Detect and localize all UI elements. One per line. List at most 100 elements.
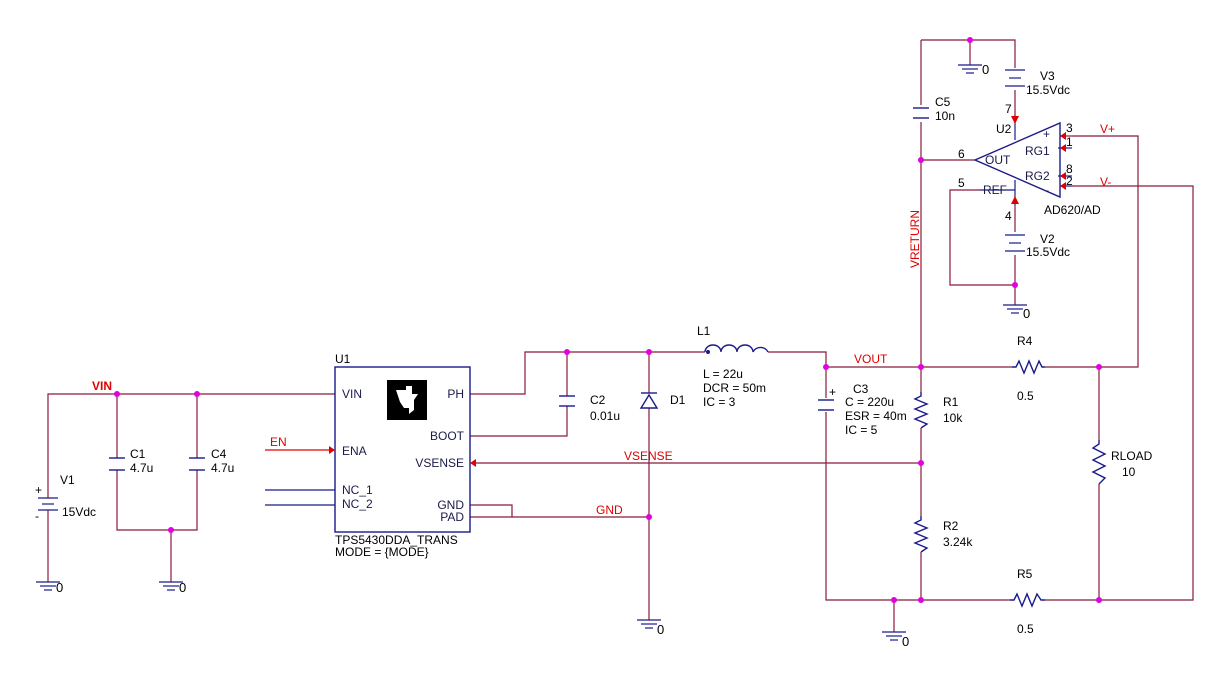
- u2-pin3: 3: [1066, 121, 1073, 135]
- c4-value: 4.7u: [211, 461, 234, 475]
- junctions: [114, 37, 1102, 603]
- d1-ref: D1: [670, 393, 686, 407]
- ground-label: 0: [657, 622, 664, 637]
- r1-resistor[interactable]: R1 10k: [913, 392, 963, 429]
- net-vsense-label: VSENSE: [624, 449, 673, 463]
- ground-symbols: 0 0 0 0 0 0: [35, 54, 1030, 649]
- u2-pin-rg2: RG2: [1025, 169, 1050, 183]
- v1-source[interactable]: V1 15Vdc + -: [35, 473, 96, 523]
- c3-capacitor[interactable]: + C3 C = 220u ESR = 40m IC = 5: [818, 382, 907, 437]
- c5-capacitor[interactable]: C5 10n: [913, 95, 955, 123]
- u1-ref: U1: [335, 352, 351, 366]
- c2-value: 0.01u: [590, 409, 620, 423]
- r5-ref: R5: [1017, 567, 1033, 581]
- c3-ref: C3: [853, 382, 869, 396]
- c3-esr: ESR = 40m: [845, 409, 907, 423]
- ground-label: 0: [982, 62, 989, 77]
- v2-source[interactable]: V2 15.5Vdc: [1005, 232, 1070, 259]
- c3-value: C = 220u: [845, 395, 894, 409]
- svg-text:-: -: [35, 509, 39, 523]
- net-vin-label: VIN: [92, 379, 112, 393]
- rload-ref: RLOAD: [1111, 449, 1153, 463]
- u1-pin-ph: PH: [447, 387, 464, 401]
- l1-ic: IC = 3: [703, 395, 736, 409]
- u2-pin2: 2: [1066, 174, 1073, 188]
- rload-value: 10: [1122, 465, 1136, 479]
- u2-pin-plus: +: [1043, 127, 1050, 141]
- net-gnd-label: GND: [596, 503, 623, 517]
- c3-ic: IC = 5: [845, 423, 878, 437]
- v1-value: 15Vdc: [62, 505, 96, 519]
- u2-pin1: 1: [1066, 135, 1073, 149]
- d1-diode[interactable]: D1: [639, 392, 686, 409]
- u2-pin-ref: REF: [983, 183, 1007, 197]
- u2-pin8: 8: [1066, 162, 1073, 176]
- c1-value: 4.7u: [130, 461, 153, 475]
- c2-capacitor[interactable]: C2 0.01u: [559, 393, 620, 423]
- u2-part: AD620/AD: [1044, 203, 1101, 217]
- c4-ref: C4: [211, 447, 227, 461]
- u1-regulator[interactable]: U1 VIN ENA NC_1 NC_2 PH BOOT VSENSE GND …: [334, 352, 471, 559]
- v2-ref: V2: [1040, 232, 1055, 246]
- u1-part: TPS5430DDA_TRANS: [335, 533, 458, 547]
- u2-pin-rg1: RG1: [1025, 144, 1050, 158]
- v2-value: 15.5Vdc: [1026, 245, 1070, 259]
- v1-ref: V1: [60, 473, 75, 487]
- r2-resistor[interactable]: R2 3.24k: [913, 516, 973, 553]
- ti-logo-mark: [396, 386, 418, 414]
- u2-pin6: 6: [958, 147, 965, 161]
- svg-text:+: +: [35, 483, 42, 497]
- rload-resistor[interactable]: RLOAD 10: [1091, 440, 1153, 485]
- r2-value: 3.24k: [943, 535, 973, 549]
- ground-label: 0: [56, 580, 63, 595]
- vsense-arrow-icon: [470, 459, 476, 467]
- wires: [47, 39, 1194, 622]
- v3-ref: V3: [1040, 69, 1055, 83]
- u2-pin-minus: -: [1045, 183, 1049, 197]
- r1-ref: R1: [943, 395, 959, 409]
- net-en[interactable]: EN: [265, 435, 335, 454]
- u1-pin-vin: VIN: [342, 387, 362, 401]
- net-vreturn-label: VRETURN: [908, 210, 922, 268]
- r5-resistor[interactable]: R5 0.5: [1010, 567, 1045, 636]
- u1-mode: MODE = {MODE}: [335, 545, 429, 559]
- ground-label: 0: [902, 634, 909, 649]
- c1-ref: C1: [130, 447, 146, 461]
- l1-inductor[interactable]: L1 L = 22u DCR = 50m IC = 3: [697, 324, 769, 409]
- u1-pin-boot: BOOT: [430, 429, 465, 443]
- c5-ref: C5: [935, 95, 951, 109]
- net-vplus-label: V+: [1100, 122, 1115, 136]
- u1-pin-ena: ENA: [342, 444, 367, 458]
- c5-value: 10n: [935, 109, 955, 123]
- ground-label: 0: [179, 580, 186, 595]
- u2-instrumentation-amp[interactable]: U2 OUT REF RG1 RG2 + - AD620/AD 7 4 6 5 …: [958, 102, 1101, 223]
- r4-value: 0.5: [1017, 389, 1034, 403]
- net-vminus-label: V-: [1100, 175, 1111, 189]
- r4-resistor[interactable]: R4 0.5: [1012, 334, 1045, 403]
- net-vout-label: VOUT: [854, 352, 888, 366]
- v3-value: 15.5Vdc: [1026, 83, 1070, 97]
- u1-pin-pad: PAD: [440, 510, 464, 524]
- c2-ref: C2: [590, 393, 606, 407]
- r5-value: 0.5: [1017, 622, 1034, 636]
- u2-pin-out: OUT: [985, 153, 1011, 167]
- l1-dcr: DCR = 50m: [703, 381, 766, 395]
- u1-pin-gnd: GND: [437, 498, 464, 512]
- r1-value: 10k: [943, 411, 963, 425]
- l1-value: L = 22u: [703, 367, 743, 381]
- svg-text:+: +: [829, 385, 836, 399]
- net-en-label: EN: [270, 435, 287, 449]
- u2-pin7: 7: [1005, 102, 1012, 116]
- r2-ref: R2: [943, 519, 959, 533]
- u1-pin-vsense: VSENSE: [415, 456, 464, 470]
- u2-pin5: 5: [958, 176, 965, 190]
- c1-capacitor[interactable]: C1 4.7u: [109, 447, 153, 475]
- l1-ref: L1: [697, 324, 711, 338]
- c4-capacitor[interactable]: C4 4.7u: [189, 447, 234, 475]
- u2-ref: U2: [996, 122, 1012, 136]
- u1-pin-nc1: NC_1: [342, 483, 373, 497]
- v3-source[interactable]: V3 15.5Vdc: [1005, 69, 1070, 97]
- r4-ref: R4: [1017, 334, 1033, 348]
- ground-label: 0: [1023, 306, 1030, 321]
